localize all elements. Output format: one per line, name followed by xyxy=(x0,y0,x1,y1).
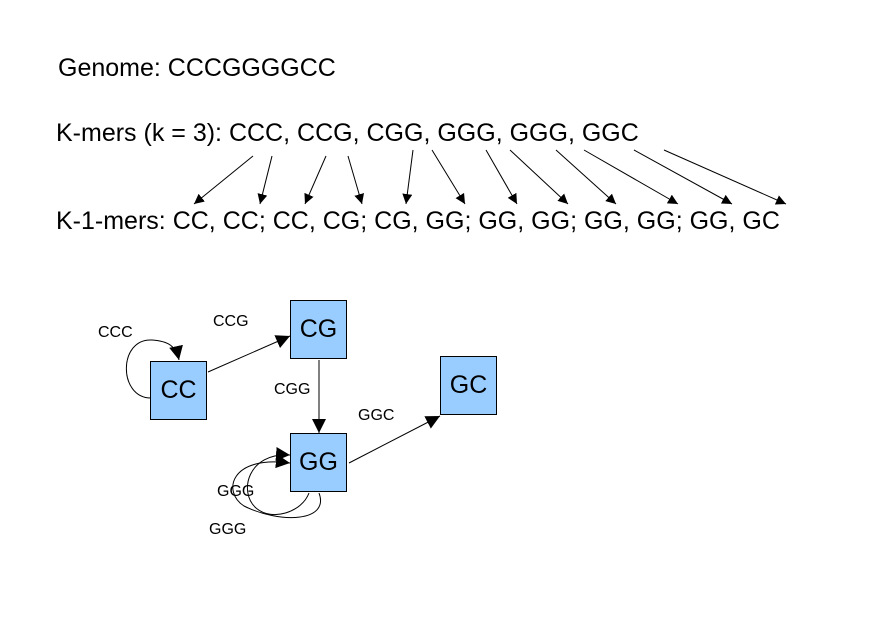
edge-label-ggg-1: GGG xyxy=(217,483,255,500)
split-arrow xyxy=(431,149,466,205)
edge-label-cgg: CGG xyxy=(274,381,311,398)
edge-ggg-2 xyxy=(232,454,322,519)
edge-label-ggg-2: GGG xyxy=(209,521,247,538)
node-cc: CC xyxy=(150,361,207,420)
node-label: GC xyxy=(449,371,488,399)
edge-ggg-1 xyxy=(247,447,310,516)
kmer-item: GGG xyxy=(437,119,496,147)
edge-label-ccc: CCC xyxy=(98,324,133,341)
split-arrow xyxy=(663,149,787,205)
node-gc: GC xyxy=(440,356,497,415)
k1mer-item: CG xyxy=(322,207,361,235)
genome-line: Genome: CCCGGGGCC xyxy=(58,54,336,83)
split-arrow xyxy=(633,149,733,205)
kmers-line: K-mers (k = 3): CCC, CCG, CGG, GGG, GGG,… xyxy=(56,119,639,147)
edge-ccg xyxy=(207,335,291,373)
genome-label: Genome: xyxy=(58,54,161,82)
k1mer-item: GG xyxy=(425,207,465,235)
k1mer-item: GG xyxy=(478,207,518,235)
k1mer-item: GG xyxy=(689,207,729,235)
node-label: CC xyxy=(160,376,197,404)
k1mer-item: CC xyxy=(272,207,309,235)
edge-label-ggc: GGC xyxy=(358,407,395,424)
k1mers-label: K-1-mers: xyxy=(56,207,166,235)
split-arrow xyxy=(193,155,254,205)
node-label: GG xyxy=(299,448,338,476)
k1mer-item: CC xyxy=(222,207,259,235)
split-arrow xyxy=(509,149,569,205)
k1mer-item: GG xyxy=(583,207,623,235)
kmer-item: GGC xyxy=(581,119,639,147)
k1mer-item: GC xyxy=(742,207,780,235)
k1mer-item: GG xyxy=(531,207,571,235)
split-arrow xyxy=(402,149,414,205)
split-arrow xyxy=(555,149,617,205)
k1mer-item: CC xyxy=(172,207,209,235)
k1mer-item: GG xyxy=(636,207,676,235)
split-arrow xyxy=(304,155,327,205)
node-cg: CG xyxy=(290,300,347,359)
k1mer-item: CG xyxy=(374,207,412,235)
kmers-label: K-mers (k = 3): xyxy=(56,119,222,147)
split-arrow xyxy=(257,155,273,205)
kmer-item: CCG xyxy=(297,119,353,147)
kmer-item: GGG xyxy=(509,119,568,147)
edge-label-ccg: CCG xyxy=(213,313,249,330)
edge-ccc xyxy=(125,339,183,399)
edge-ggc xyxy=(348,415,441,464)
kmer-item: CGG xyxy=(366,119,424,147)
kmer-item: CCC xyxy=(228,119,284,147)
k1mers-line: K-1-mers: CC, CC; CC, CG; CG, GG; GG, GG… xyxy=(56,207,780,235)
split-arrow xyxy=(347,155,364,205)
split-arrow xyxy=(583,149,679,205)
node-gg: GG xyxy=(290,433,347,492)
node-label: CG xyxy=(299,315,338,343)
genome-sequence: CCCGGGGCC xyxy=(167,54,336,82)
split-arrow xyxy=(485,149,518,205)
